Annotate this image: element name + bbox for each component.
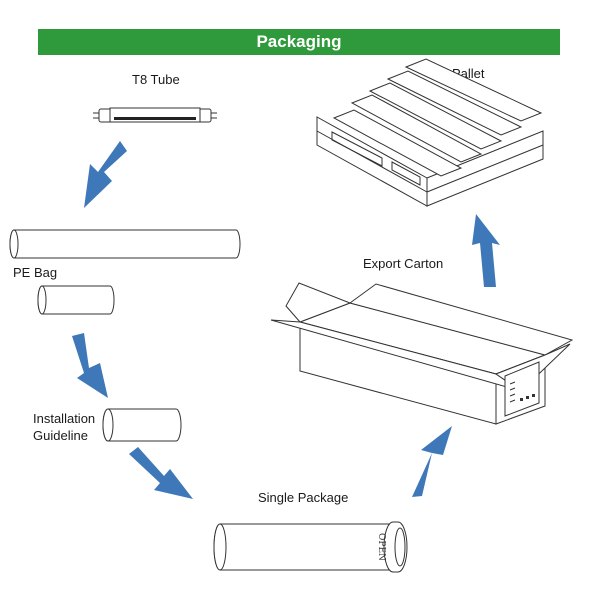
package-marking-open: OPEN (376, 533, 386, 561)
label-guideline: Guideline (33, 428, 88, 443)
page-title: Packaging (38, 29, 560, 55)
flow-arrow-icon (72, 141, 500, 499)
label-export-carton: Export Carton (363, 256, 444, 271)
export-carton-icon (270, 282, 574, 425)
single-package-tube-icon (213, 521, 408, 573)
guideline-tube-icon (102, 408, 182, 442)
label-installation: Installation (33, 411, 96, 426)
t8-tube-icon (93, 107, 217, 123)
label-single-package: Single Package (258, 490, 349, 505)
pe-bag-icon (9, 229, 241, 315)
pallet-icon (316, 58, 544, 207)
label-pe-bag: PE Bag (13, 265, 58, 280)
label-t8-tube: T8 Tube (132, 72, 180, 87)
